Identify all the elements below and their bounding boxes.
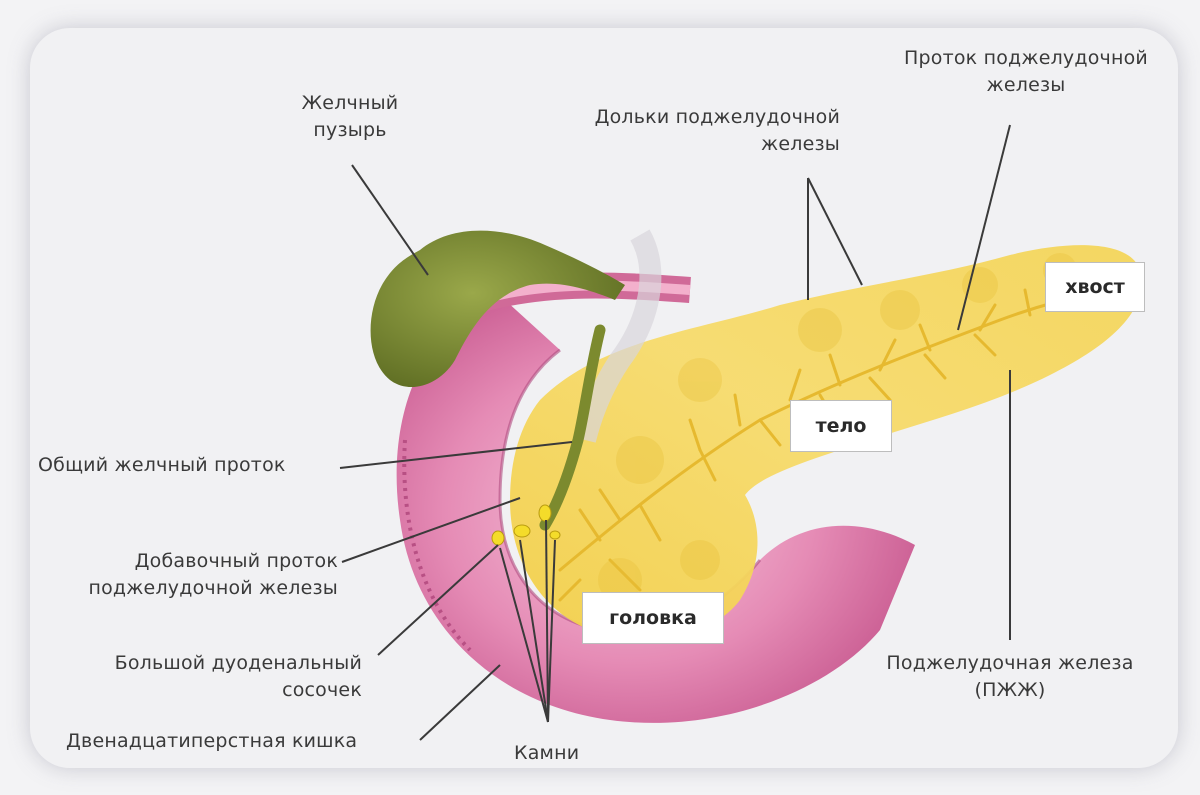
label-pancreatic-duct: Проток поджелудочной железы [876,45,1176,99]
label-pancreas-line1: Поджелудочная железа [886,652,1134,674]
label-major-papilla: Большой дуоденальный сосочек [40,650,362,704]
label-pancreatic-lobules: Дольки поджелудочной железы [530,104,840,158]
label-pancreas-line2: (ПЖЖ) [974,679,1046,701]
label-gallbladder: Желчный пузырь [290,90,410,144]
label-pancreatic-lobules-line1: Дольки поджелудочной [594,106,840,128]
gallbladder-shape [370,230,625,388]
label-major-papilla-line1: Большой дуоденальный [114,652,362,674]
label-common-bile-duct: Общий желчный проток [38,454,286,476]
label-gallbladder-line2: пузырь [313,119,387,141]
label-stones: Камни [514,742,580,764]
label-accessory-duct: Добавочный проток поджелудочной железы [60,548,338,602]
label-pancreatic-lobules-line2: железы [761,133,840,155]
label-accessory-duct-line2: поджелудочной железы [88,577,338,599]
label-accessory-duct-line1: Добавочный проток [134,550,338,572]
label-duodenum: Двенадцатиперстная кишка [66,730,358,752]
common-bile-duct-shape [539,324,606,531]
stones-shape [491,504,561,546]
box-head: головка [582,592,724,644]
label-gallbladder-line1: Желчный [301,92,399,114]
label-major-papilla-line2: сосочек [282,679,362,701]
label-pancreatic-duct-line1: Проток поджелудочной [904,47,1148,69]
label-pancreatic-duct-line2: железы [986,74,1066,96]
label-pancreas: Поджелудочная железа (ПЖЖ) [850,650,1170,704]
box-tail: хвост [1045,262,1145,312]
leader-lines [339,124,1011,741]
box-body: тело [790,400,892,452]
